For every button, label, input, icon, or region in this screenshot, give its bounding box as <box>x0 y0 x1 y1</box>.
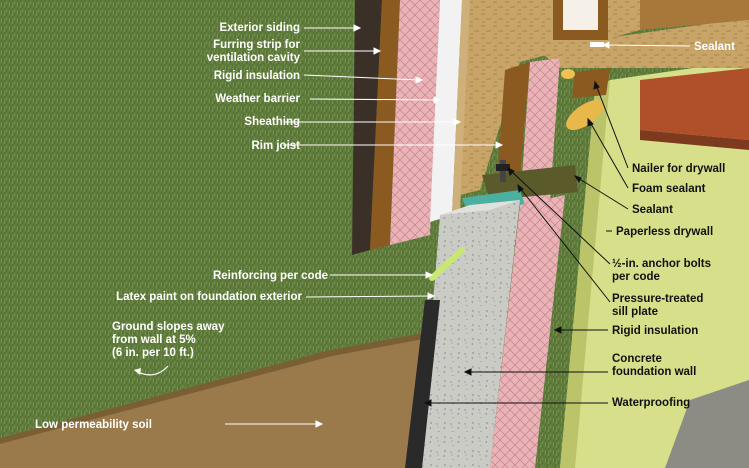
sheathing-layer <box>452 0 470 215</box>
leader-lines-dark <box>423 80 629 407</box>
leader-lines-white <box>225 24 691 428</box>
label-sill-plate-2: sill plate <box>612 306 658 318</box>
label-rigid-insulation-bottom: Rigid insulation <box>612 325 698 337</box>
label-anchor-bolts-1: ½-in. anchor bolts <box>612 258 711 270</box>
label-rigid-insulation-top: Rigid insulation <box>214 70 300 82</box>
label-exterior-siding: Exterior siding <box>219 22 300 34</box>
weather-barrier-layer <box>430 0 462 222</box>
label-ground-slopes-1: Ground slopes away <box>112 321 225 333</box>
label-concrete-1: Concrete <box>612 353 662 365</box>
concrete-wall-top <box>440 200 520 215</box>
label-rim-joist: Rim joist <box>251 140 300 152</box>
siding-layer <box>352 0 382 255</box>
upper-sheathing <box>460 0 640 195</box>
rim-joist <box>497 62 530 180</box>
drywall-panel <box>560 60 749 468</box>
floor-joist-shadow <box>640 130 749 150</box>
subfloor-osb <box>535 18 749 68</box>
label-anchor-bolts-2: per code <box>612 271 660 283</box>
sealant-strip <box>590 42 604 47</box>
label-soil: Low permeability soil <box>35 419 152 431</box>
window-insulation <box>563 0 598 30</box>
label-weather-barrier: Weather barrier <box>215 93 300 105</box>
foundation-insulation <box>490 195 565 468</box>
furring-strip <box>370 0 400 250</box>
label-furring-strip-1: Furring strip for <box>213 39 300 51</box>
anchor-nut <box>496 164 510 171</box>
label-latex-paint: Latex paint on foundation exterior <box>116 291 302 303</box>
label-furring-strip-2: ventilation cavity <box>207 52 301 64</box>
label-sealant-top: Sealant <box>694 41 735 53</box>
basement-floor <box>665 380 749 468</box>
upper-wall-wood <box>640 0 749 30</box>
label-ground-slopes-2: from wall at 5% <box>112 334 196 346</box>
foam-sealant-bead <box>566 99 604 131</box>
label-concrete-2: foundation wall <box>612 366 696 378</box>
label-ground-slopes-3: (6 in. per 10 ft.) <box>112 347 194 359</box>
slope-arrow <box>137 365 169 376</box>
label-sealant: Sealant <box>632 204 673 216</box>
label-sill-plate-1: Pressure-treated <box>612 293 703 305</box>
soil-section <box>0 330 440 468</box>
soil-top-edge <box>0 330 440 444</box>
waterproofing-layer <box>405 300 440 468</box>
label-sheathing: Sheathing <box>244 116 300 128</box>
label-nailer: Nailer for drywall <box>632 163 725 175</box>
floor-joist <box>640 68 749 140</box>
label-drywall: Paperless drywall <box>616 226 713 238</box>
label-foam-sealant: Foam sealant <box>632 183 706 195</box>
label-waterproofing: Waterproofing <box>612 397 690 409</box>
label-reinforcing: Reinforcing per code <box>213 270 328 282</box>
reinforcing-bar <box>429 247 465 281</box>
nailer-block <box>572 68 610 98</box>
slope-arrowhead <box>134 368 141 375</box>
drywall-edge <box>560 80 610 468</box>
sealant-bead-top <box>561 69 575 79</box>
